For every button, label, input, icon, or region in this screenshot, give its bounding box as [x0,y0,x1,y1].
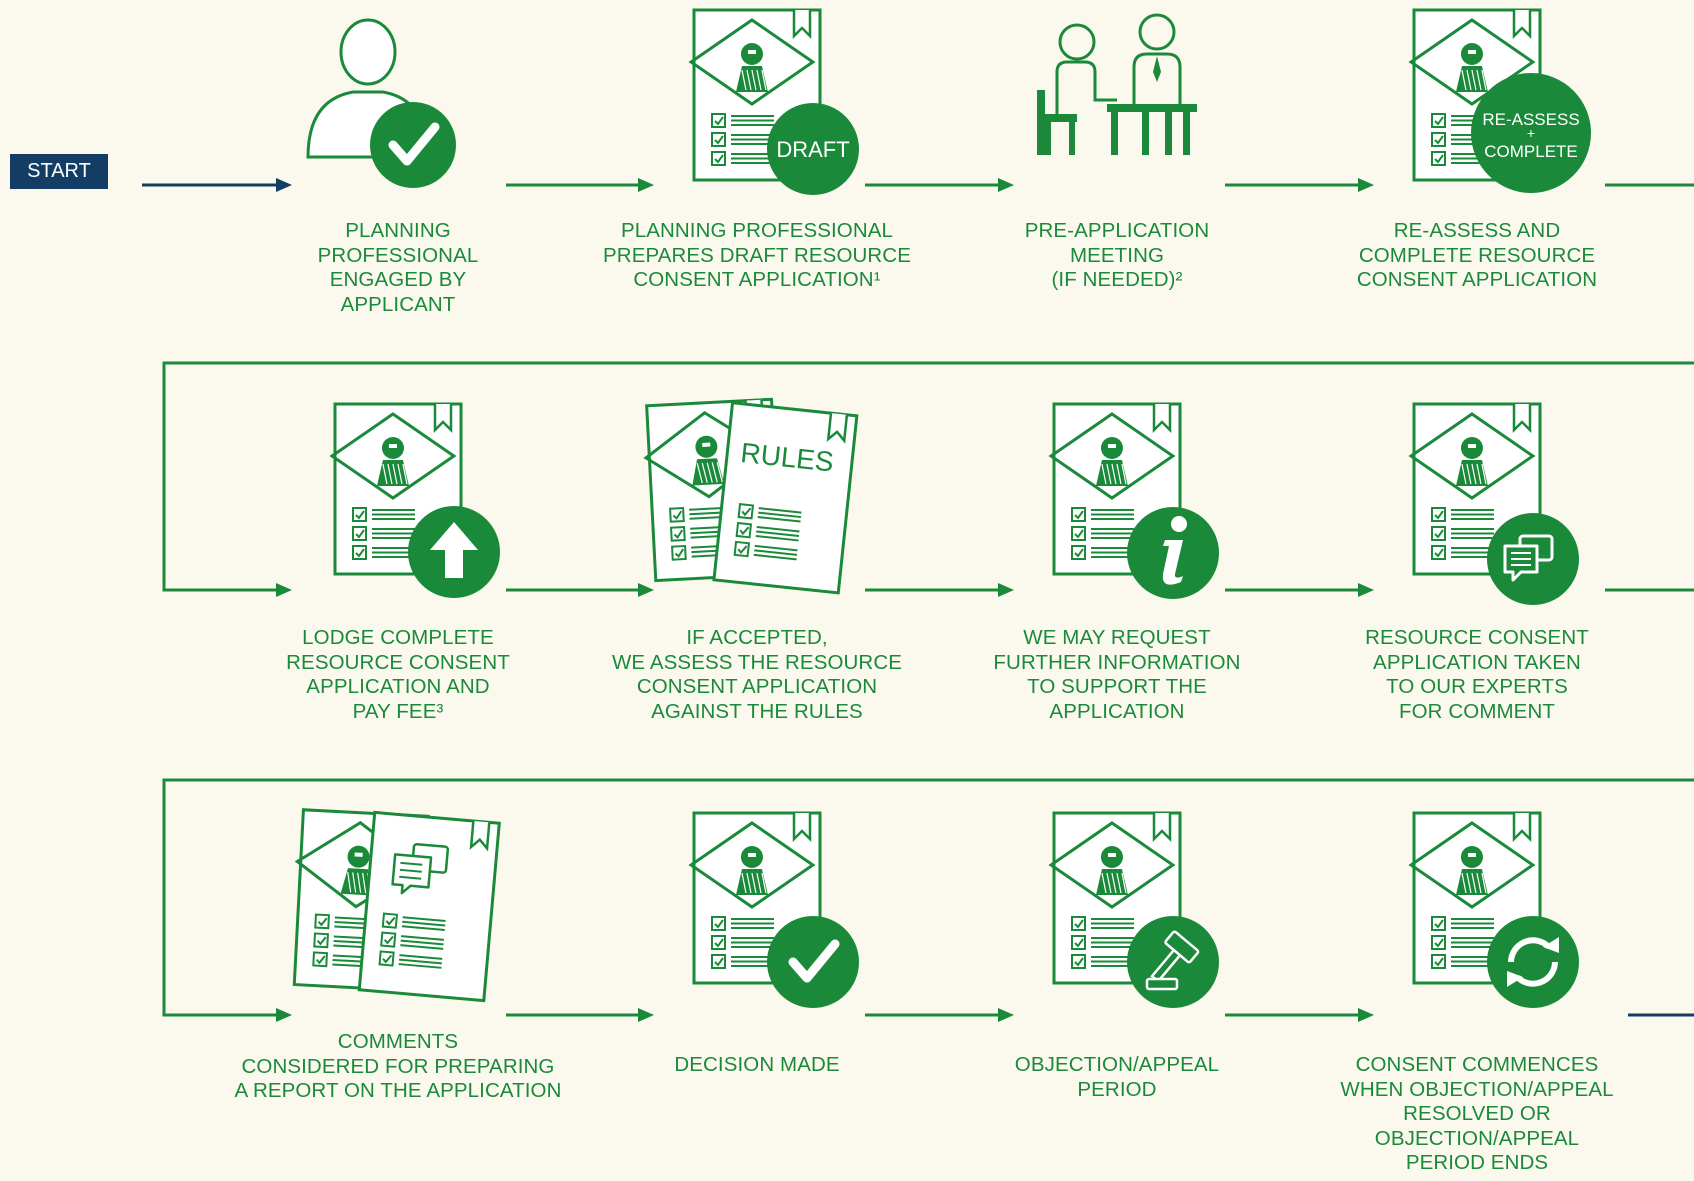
arrow-row3-1 [506,1008,654,1022]
svg-text:RE-ASSESS: RE-ASSESS [1482,110,1579,129]
arrow-row3-3 [1225,1008,1374,1022]
meeting-icon [1037,13,1197,155]
return-loop-row3 [162,778,1694,1022]
arrow-row1-1 [506,178,654,192]
arrow-row2-1 [506,583,654,597]
return-loop-row2 [162,361,1694,597]
svg-text:+: + [1527,125,1535,141]
document-refresh-icon [1408,811,1579,1008]
arrow-row1-2 [865,178,1014,192]
document-check-icon [688,811,859,1008]
step-label-r2-c4: RESOURCE CONSENT APPLICATION TAKEN TO OU… [1365,626,1589,723]
arrow-row2-2 [865,583,1014,597]
step-label-r1-c1: PLANNING PROFESSIONAL ENGAGED BY APPLICA… [317,219,479,316]
document-comment-icon [1408,402,1579,605]
step-label-r1-c3: PRE-APPLICATION MEETING (IF NEEDED)² [1024,219,1210,291]
arrow-row2-3 [1225,583,1374,597]
step-label-r1-c4: RE-ASSESS AND COMPLETE RESOURCE CONSENT … [1356,219,1598,291]
step-label-r1-c2: PLANNING PROFESSIONAL PREPARES DRAFT RES… [603,219,911,291]
document-info-icon [1048,402,1219,599]
document-upload-icon [329,402,500,598]
start-arrow [142,178,292,192]
step-label-r3-c4: CONSENT COMMENCES WHEN OBJECTION/APPEAL … [1340,1053,1614,1174]
step-label-r2-c2: IF ACCEPTED, WE ASSESS THE RESOURCE CONS… [611,626,903,723]
start-label: START [10,154,108,189]
document-draft-icon: DRAFT [688,8,859,195]
svg-text:DRAFT: DRAFT [776,137,849,162]
document-reassess-icon: RE-ASSESS+COMPLETE [1408,8,1591,193]
step-label-r2-c1: LODGE COMPLETE RESOURCE CONSENT APPLICAT… [286,626,510,723]
step-label-r3-c1: COMMENTS CONSIDERED FOR PREPARING A REPO… [234,1030,562,1102]
document-gavel-icon [1048,811,1219,1008]
step-label-r3-c2: DECISION MADE [674,1053,840,1076]
document-rules-icon: RULES [643,397,859,595]
step-label-r2-c3: WE MAY REQUEST FURTHER INFORMATION TO SU… [993,626,1241,723]
svg-text:COMPLETE: COMPLETE [1484,142,1578,161]
arrow-row3-2 [865,1008,1014,1022]
step-label-r3-c3: OBJECTION/APPEAL PERIOD [1014,1053,1220,1101]
person-check-icon [306,18,456,188]
arrow-row1-3 [1225,178,1374,192]
documents-comments-icon [292,808,501,1003]
connectors [142,178,1694,1022]
